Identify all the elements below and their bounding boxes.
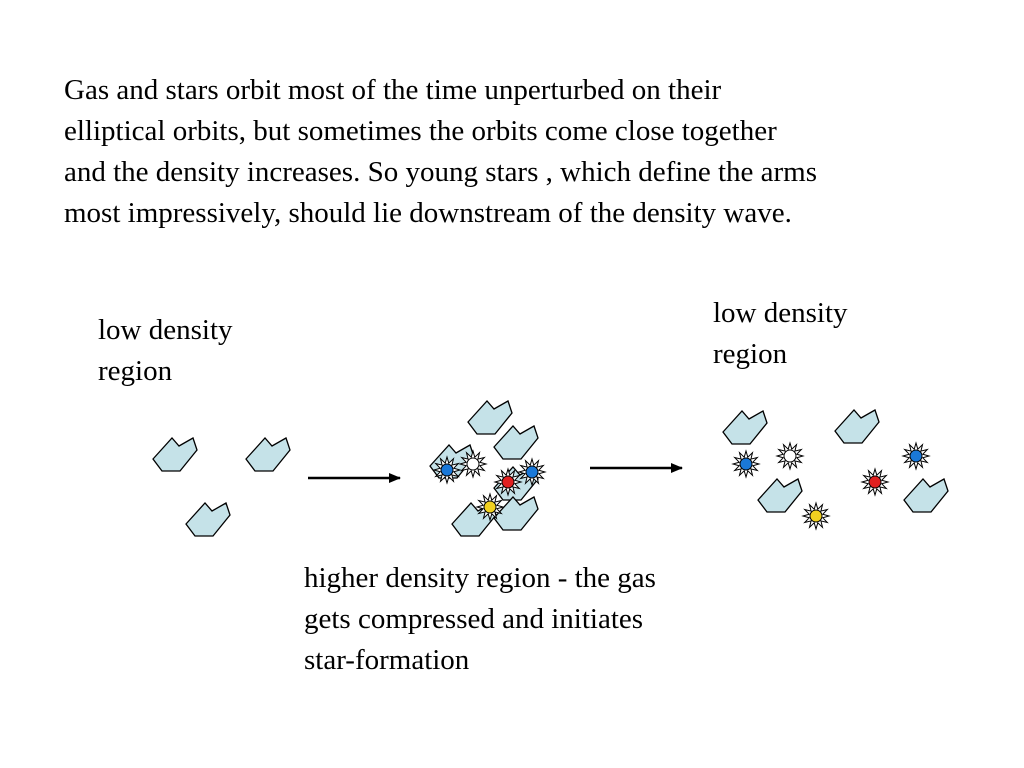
gas-cloud-icon [152,437,198,472]
star-burst-icon [475,492,505,522]
gas-cloud-icon [467,400,513,435]
label-higher-density: higher density region - the gas gets com… [304,562,656,676]
intro-paragraph: Gas and stars orbit most of the time unp… [64,74,818,229]
gas-cloud-icon [722,410,768,445]
star-burst-icon [517,457,547,487]
gas-cloud-icon [493,425,539,460]
label-low-density-right: low density region [713,297,848,370]
gas-cloud-icon [757,478,803,513]
star-burst-icon [775,441,805,471]
gas-cloud-icon [493,496,539,531]
star-burst-icon [493,467,523,497]
star-burst-icon [458,449,488,479]
star-burst-icon [901,441,931,471]
label-low-density-left: low density region [98,314,233,387]
star-burst-icon [801,501,831,531]
gas-cloud-icon [903,478,949,513]
star-burst-icon [432,455,462,485]
star-burst-icon [860,467,890,497]
star-burst-icon [731,449,761,479]
gas-cloud-icon [185,502,231,537]
gas-cloud-icon [245,437,291,472]
gas-cloud-icon [834,409,880,444]
